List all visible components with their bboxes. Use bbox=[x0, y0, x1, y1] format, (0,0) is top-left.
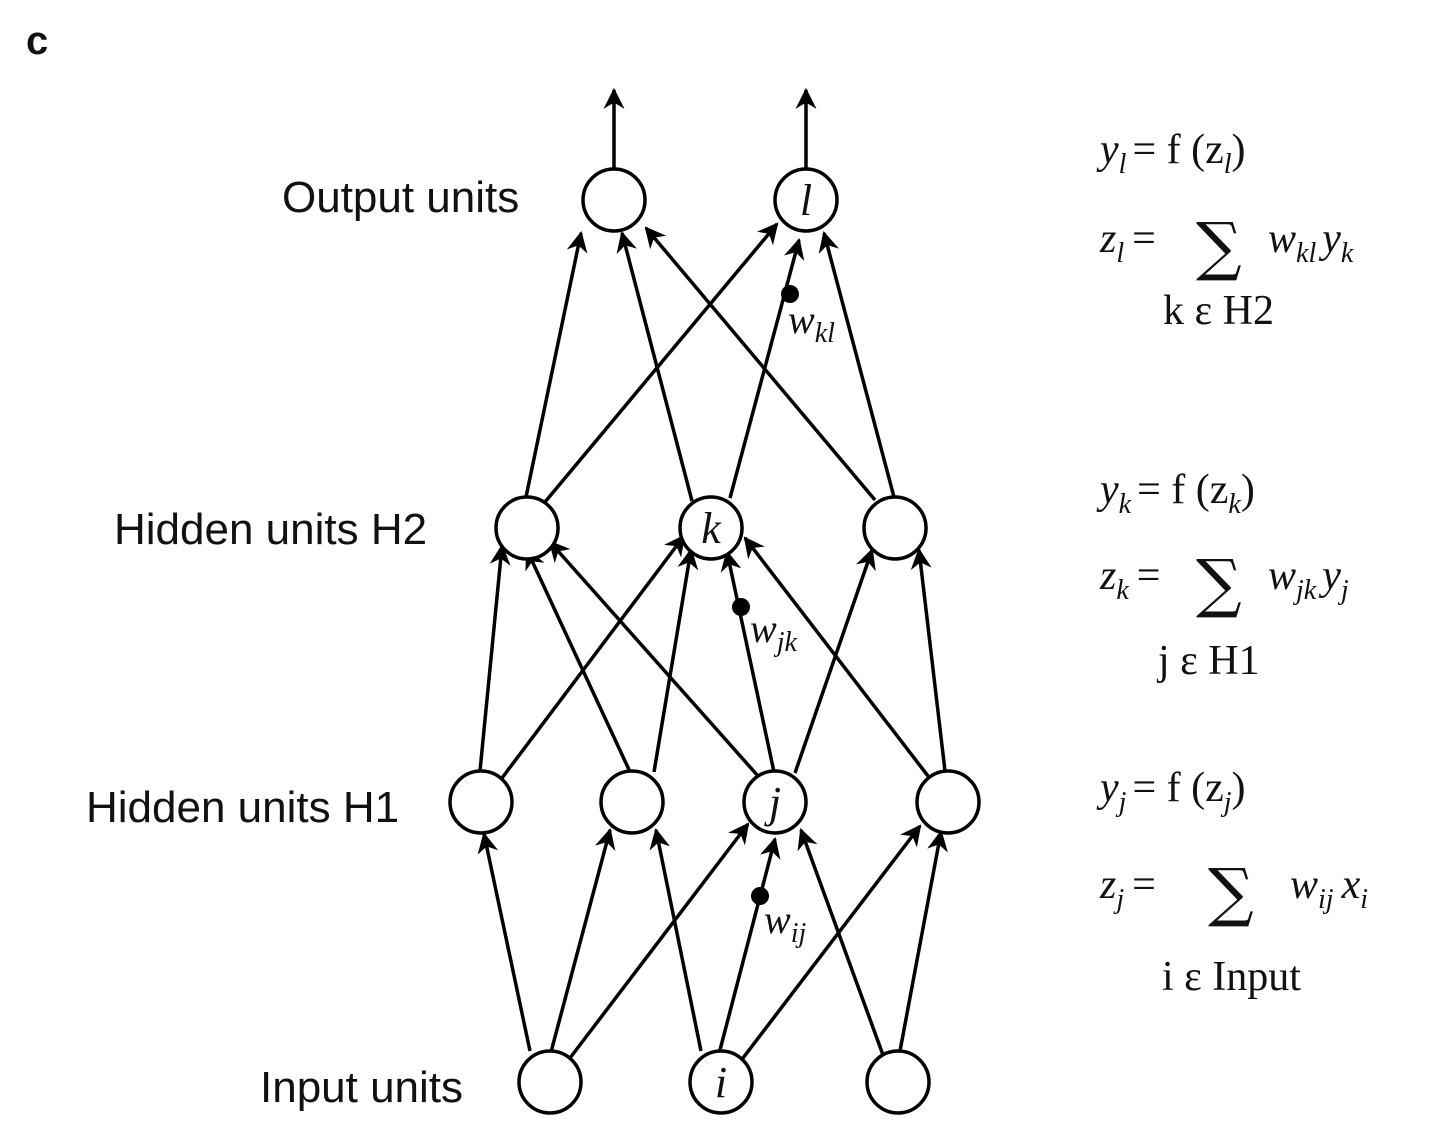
edge bbox=[718, 836, 781, 1051]
eq-output-y: yl= f (zl) bbox=[1096, 127, 1246, 180]
output-node bbox=[581, 167, 647, 233]
h1-layer-label: Hidden units H1 bbox=[86, 783, 399, 832]
input-node bbox=[517, 1049, 583, 1115]
edge bbox=[898, 829, 948, 1052]
weight-dot-ij bbox=[751, 887, 769, 905]
edge bbox=[797, 828, 885, 1056]
eq-h2-z: zk= bbox=[1099, 553, 1160, 606]
h2-node-k bbox=[678, 495, 744, 561]
sum-symbol: ∑ bbox=[1208, 856, 1254, 930]
node-letter-l: l bbox=[800, 176, 812, 225]
h2-node bbox=[862, 495, 928, 561]
weight-dot-jk bbox=[732, 598, 750, 616]
edge bbox=[644, 226, 877, 502]
edges-h1-h2 bbox=[478, 534, 947, 780]
edge bbox=[500, 534, 686, 780]
eq-h2-range: j ε H1 bbox=[1156, 638, 1260, 684]
edge bbox=[741, 824, 922, 1060]
node-letter-k: k bbox=[701, 504, 722, 553]
h1-node bbox=[448, 769, 514, 835]
weight-label-jk: wjk bbox=[750, 606, 797, 658]
h1-node-j bbox=[742, 769, 808, 835]
eq-h1-z: zj= bbox=[1099, 862, 1156, 915]
edge bbox=[568, 822, 750, 1060]
edge bbox=[549, 827, 616, 1053]
eq-output-z: zl= bbox=[1099, 216, 1156, 269]
eq-h1-y: yj= f (zj) bbox=[1096, 765, 1246, 818]
edge bbox=[478, 543, 511, 772]
eq-h2-y: yk= f (zk) bbox=[1096, 467, 1255, 520]
eq-output-range: k ε H2 bbox=[1163, 288, 1274, 334]
edge bbox=[793, 548, 876, 774]
input-node bbox=[865, 1049, 931, 1115]
edges-input-h1 bbox=[477, 822, 948, 1060]
sum-symbol: ∑ bbox=[1196, 547, 1242, 621]
h1-node bbox=[915, 769, 981, 835]
weight-dot-kl bbox=[781, 285, 799, 303]
edge bbox=[525, 548, 633, 775]
h1-layer: j bbox=[448, 769, 981, 835]
output-node-l bbox=[773, 167, 839, 233]
output-layer-label: Output units bbox=[282, 173, 519, 222]
h2-layer-label: Hidden units H2 bbox=[114, 505, 427, 554]
edge bbox=[524, 230, 588, 498]
input-layer-label: Input units bbox=[260, 1063, 463, 1112]
edge bbox=[720, 549, 776, 773]
edge bbox=[743, 536, 930, 778]
edge bbox=[543, 222, 779, 504]
edge bbox=[818, 230, 896, 498]
weight-label-kl: wkl bbox=[788, 297, 835, 349]
weight-label-ij: wij bbox=[764, 897, 806, 949]
h2-node bbox=[494, 495, 560, 561]
output-arrows bbox=[603, 87, 817, 168]
edge bbox=[477, 831, 532, 1052]
edges-h2-output bbox=[524, 222, 896, 504]
edge bbox=[548, 540, 760, 778]
edge bbox=[649, 827, 703, 1052]
h2-layer: k bbox=[494, 495, 928, 561]
eq-h1-range: i ε Input bbox=[1162, 954, 1301, 1000]
edge bbox=[652, 547, 699, 773]
panel-label: c bbox=[26, 19, 48, 63]
edge bbox=[616, 230, 694, 502]
edge bbox=[910, 547, 947, 772]
h1-node bbox=[599, 769, 665, 835]
input-layer: i bbox=[517, 1049, 931, 1115]
node-letter-i: i bbox=[715, 1058, 727, 1107]
input-node-i bbox=[688, 1049, 754, 1115]
sum-symbol: ∑ bbox=[1196, 210, 1242, 284]
node-letter-j: j bbox=[764, 778, 781, 827]
output-layer: l bbox=[581, 167, 839, 233]
